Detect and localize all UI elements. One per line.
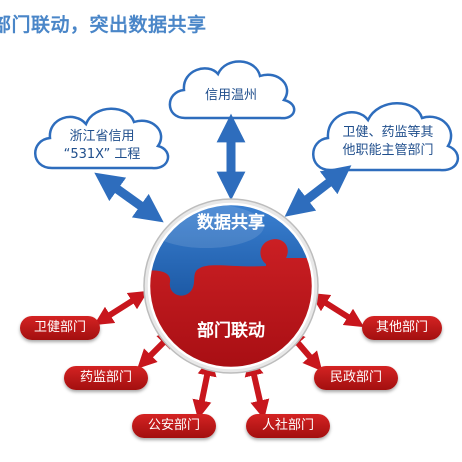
arrow-d1 (93, 290, 149, 326)
arrow-d6 (309, 292, 365, 328)
cloud-left-label-line2: “531X” 工程 (63, 147, 141, 162)
cloud-top (168, 60, 296, 120)
cloud-top-label: 信用温州 (204, 88, 257, 103)
cloud-right (312, 102, 460, 172)
arrow-d3 (192, 356, 217, 420)
hub-bottom-label: 部门联动 (197, 321, 265, 341)
cloud-left-label-line1: 浙江省信用 (69, 129, 135, 144)
cloud-right-label-line1: 卫健、药监等其 (342, 125, 434, 140)
arrow-right (284, 165, 352, 217)
department-d3: 公安部门 (132, 414, 216, 438)
hub-top-label: 数据共享 (197, 213, 265, 233)
arrow-d4 (244, 356, 270, 420)
department-d2: 药监部门 (64, 366, 148, 390)
cloud-right-label-line2: 他职能主管部门 (342, 143, 434, 158)
cloud-left (34, 107, 170, 170)
department-d1: 卫健部门 (20, 316, 100, 340)
department-d4: 人社部门 (246, 414, 330, 438)
department-d6: 其他部门 (362, 316, 442, 340)
department-d5: 民政部门 (314, 366, 398, 390)
hub-sphere (143, 198, 319, 374)
arrow-left (94, 172, 164, 223)
page-title: 部门联动，突出数据共享 (0, 14, 207, 36)
